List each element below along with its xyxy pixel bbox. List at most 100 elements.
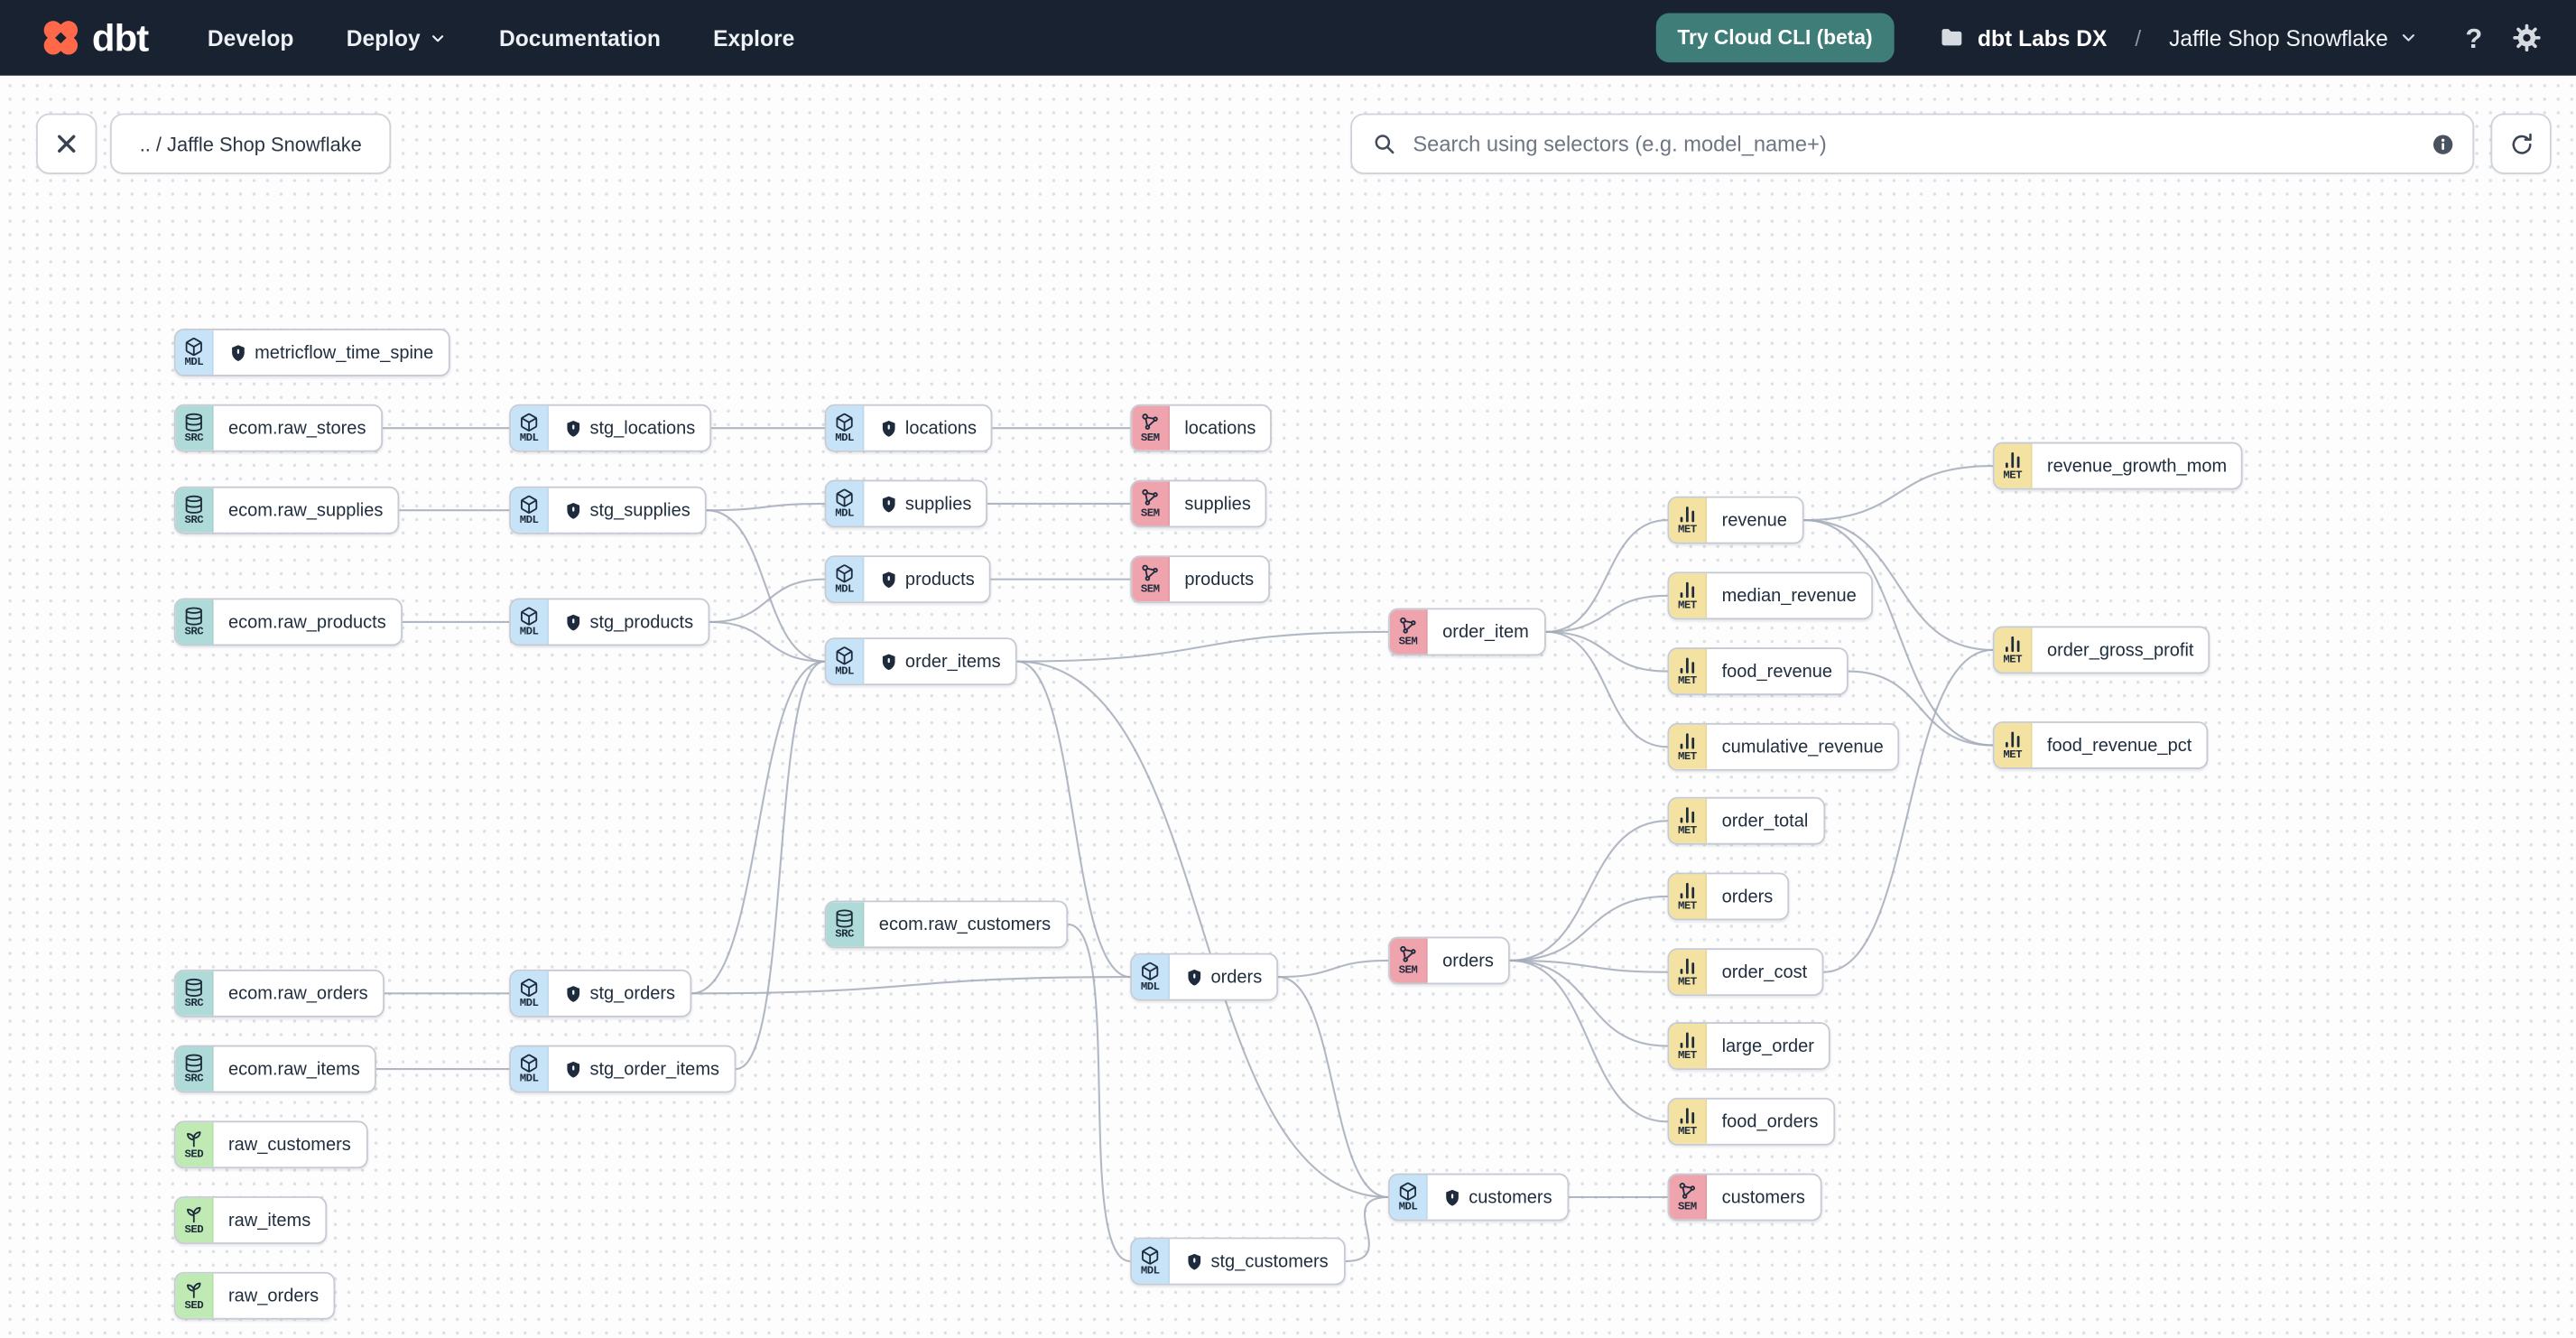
node-label: orders <box>1442 950 1494 971</box>
source-database-icon <box>836 908 853 927</box>
graph-node-order_items[interactable]: MDL order_items <box>824 637 1017 686</box>
node-type-badge: SRC <box>175 405 214 451</box>
metric-barchart-icon <box>2006 730 2020 747</box>
model-cube-icon <box>1399 1181 1417 1200</box>
node-type-badge: MET <box>1669 1023 1708 1069</box>
breadcrumb-separator: / <box>2135 25 2142 51</box>
node-label: raw_customers <box>228 1134 351 1155</box>
node-label: products <box>864 557 989 601</box>
node-type-label: MDL <box>835 582 854 596</box>
metric-barchart-icon <box>1680 957 1695 974</box>
model-cube-icon <box>836 646 853 664</box>
node-type-badge: SED <box>175 1122 214 1167</box>
node-type-label: SRC <box>184 1072 204 1086</box>
node-type-badge: MET <box>1669 950 1708 995</box>
try-cloud-cli-button[interactable]: Try Cloud CLI (beta) <box>1655 13 1895 63</box>
workspace-name: dbt Labs DX <box>1978 25 2108 51</box>
node-type-label: SEM <box>1140 506 1160 521</box>
node-label: customers <box>1721 1187 1805 1207</box>
refresh-graph-button[interactable] <box>2490 113 2552 174</box>
node-type-badge: MDL <box>511 405 549 451</box>
refresh-icon <box>2511 132 2531 153</box>
seed-sprout-icon <box>187 1130 201 1147</box>
protected-shield-icon <box>1446 1188 1459 1205</box>
dbt-logo[interactable]: dbt <box>36 14 149 63</box>
node-type-label: MDL <box>835 664 854 679</box>
node-type-badge: MDL <box>1132 954 1170 999</box>
nav-item-develop[interactable]: Develop <box>207 25 294 51</box>
nav-item-explore[interactable]: Explore <box>713 25 795 51</box>
info-icon[interactable] <box>2430 131 2456 157</box>
nav-item-deploy[interactable]: Deploy <box>347 25 447 51</box>
lineage-canvas[interactable] <box>0 75 2576 1338</box>
node-type-label: MDL <box>835 506 854 521</box>
protected-shield-icon <box>567 613 580 630</box>
node-type-badge: SRC <box>175 599 214 645</box>
graph-node-seed_raw_customers[interactable]: SED raw_customers <box>173 1120 367 1169</box>
node-type-label: SED <box>184 1148 204 1162</box>
graph-breadcrumb-label: .. / Jaffle Shop Snowflake <box>139 132 362 156</box>
search-input[interactable] <box>1409 129 2431 158</box>
metric-barchart-icon <box>1680 506 1695 522</box>
help-icon[interactable]: ? <box>2465 22 2483 54</box>
top-navbar: dbt Develop Deploy Documentation Explore… <box>0 0 2576 76</box>
node-type-badge: SRC <box>175 1046 214 1092</box>
node-type-badge: MDL <box>175 330 214 376</box>
node-type-badge: MDL <box>826 405 865 451</box>
graph-node-products[interactable]: MDL products <box>824 555 991 604</box>
node-type-badge: SEM <box>1389 938 1428 983</box>
node-type-label: SRC <box>184 431 204 445</box>
node-label: order_items <box>864 639 1015 683</box>
semantic-share-icon <box>1142 413 1158 430</box>
workspace-breadcrumb[interactable]: dbt Labs DX <box>1938 24 2107 51</box>
nav-item-documentation[interactable]: Documentation <box>498 25 661 51</box>
project-selector[interactable]: Jaffle Shop Snowflake <box>2169 25 2417 51</box>
graph-node-sem_orders[interactable]: SEM orders <box>1388 936 1511 985</box>
settings-gear-icon[interactable] <box>2510 22 2543 54</box>
node-type-label: SED <box>184 1299 204 1313</box>
node-label: stg_order_items <box>549 1046 734 1091</box>
nav-menu: Develop Deploy Documentation Explore <box>208 25 794 50</box>
source-database-icon <box>185 978 202 997</box>
graph-breadcrumb[interactable]: .. / Jaffle Shop Snowflake <box>109 113 392 174</box>
close-lineage-button[interactable] <box>36 113 97 174</box>
node-label: raw_items <box>228 1210 311 1231</box>
